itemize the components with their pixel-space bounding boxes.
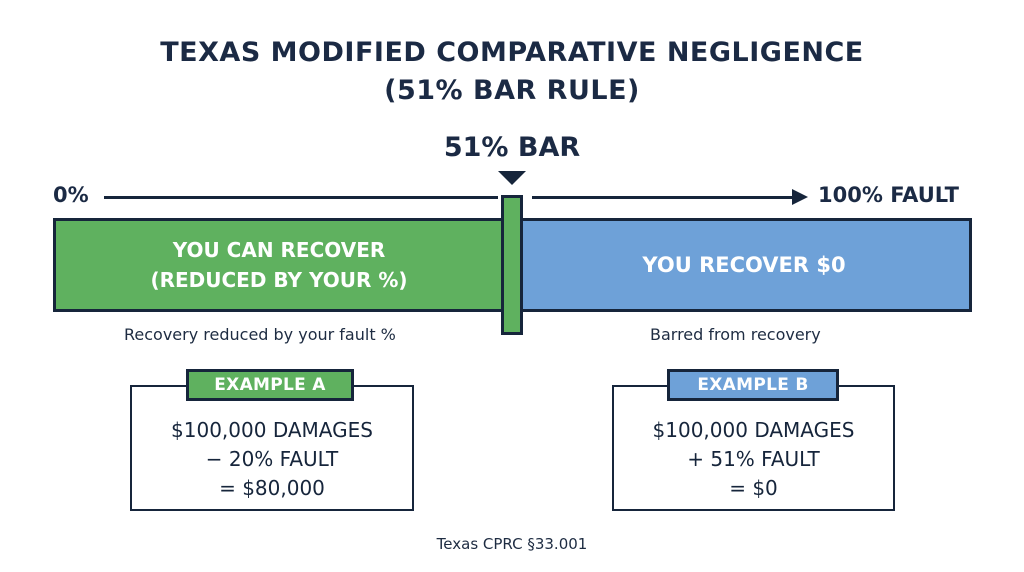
barred-zone-text: YOU RECOVER $0 — [642, 253, 846, 277]
barred-zone: YOU RECOVER $0 — [516, 218, 972, 312]
example-a-line: $100,000 DAMAGES — [171, 418, 373, 442]
example-b-tag: EXAMPLE B — [667, 369, 839, 401]
diagram-title: TEXAS MODIFIED COMPARATIVE NEGLIGENCE — [160, 37, 864, 68]
fault-axis-line-left — [104, 196, 498, 199]
diagram-subtitle: (51% BAR RULE) — [384, 75, 640, 106]
bar-pointer-icon — [498, 171, 526, 185]
recover-zone-line-2: (REDUCED BY YOUR %) — [150, 268, 408, 292]
bar-threshold-marker — [501, 195, 523, 335]
example-b-line: + 51% FAULT — [687, 447, 820, 471]
bar-threshold-label: 51% BAR — [443, 132, 581, 163]
axis-end-label: 100% FAULT — [818, 183, 960, 207]
recover-zone-caption: Recovery reduced by your fault % — [124, 325, 396, 344]
example-b-line: $100,000 DAMAGES — [652, 418, 855, 442]
fault-axis-line-right — [532, 196, 794, 199]
example-b-calculation: $100,000 DAMAGES + 51% FAULT = $0 — [612, 416, 895, 503]
axis-start-label: 0% — [53, 183, 89, 207]
example-a-calculation: $100,000 DAMAGES − 20% FAULT = $80,000 — [130, 416, 414, 503]
recover-zone: YOU CAN RECOVER (REDUCED BY YOUR %) — [53, 218, 505, 312]
example-a-line: = $80,000 — [219, 476, 325, 500]
barred-zone-caption: Barred from recovery — [650, 325, 821, 344]
recover-zone-line-1: YOU CAN RECOVER — [172, 238, 386, 262]
example-a-tag: EXAMPLE A — [186, 369, 354, 401]
example-b-card — [612, 385, 895, 511]
statute-citation: Texas CPRC §33.001 — [436, 535, 588, 553]
arrow-right-icon — [792, 189, 808, 205]
example-b-line: = $0 — [729, 476, 778, 500]
example-a-line: − 20% FAULT — [205, 447, 339, 471]
